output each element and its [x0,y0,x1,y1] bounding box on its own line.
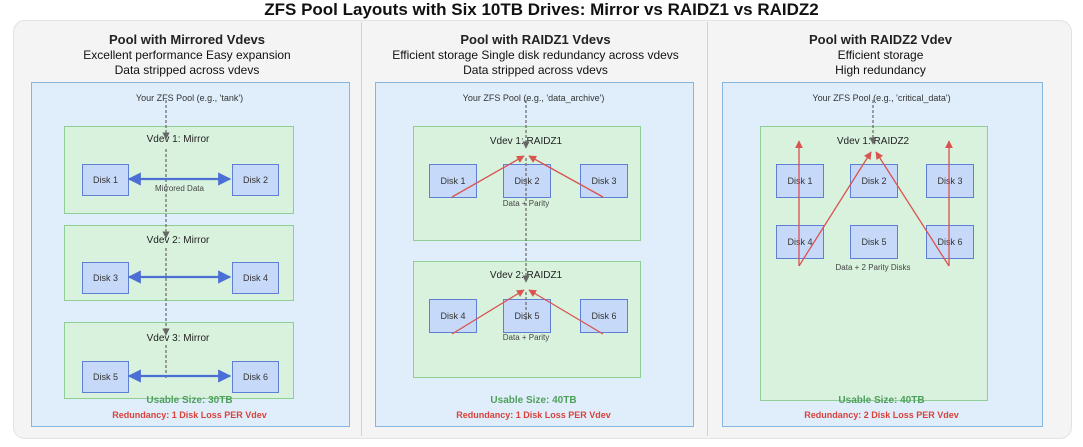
mirror-disk-4: Disk 4 [232,262,279,294]
raidz2-disk-4: Disk 4 [776,225,824,259]
raidz2-pool-label: Your ZFS Pool (e.g., 'critical_data') [812,93,951,103]
mirror-disk-2: Disk 2 [232,164,279,196]
raidz1-disk-5: Disk 5 [503,299,551,333]
raidz2-column-description: Efficient storage High redundancy [835,48,926,77]
mirror-disk-5: Disk 5 [82,361,129,393]
mirror-pool-label: Your ZFS Pool (e.g., 'tank') [135,93,244,103]
raidz1-column-title: Pool with RAIDZ1 Vdevs [460,32,611,47]
raidz2-disk-5: Disk 5 [850,225,898,259]
mirror-disk-1: Disk 1 [82,164,129,196]
raidz1-usable-size: Usable Size: 40TB [490,395,577,406]
mirror-vdev-1-sublabel: Mirrored Data [155,184,204,193]
raidz2-disk-3: Disk 3 [926,164,974,198]
mirror-vdev-3-label: Vdev 3: Mirror [146,333,210,344]
raidz1-disk-4: Disk 4 [429,299,477,333]
raidz2-vdev-1-label: Vdev 1: RAIDZ2 [836,136,910,147]
raidz1-disk-3: Disk 3 [580,164,628,198]
column-divider [707,22,708,436]
raidz1-disk-1: Disk 1 [429,164,477,198]
raidz2-redundancy: Redundancy: 2 Disk Loss PER Vdev [804,410,959,420]
diagram-title: ZFS Pool Layouts with Six 10TB Drives: M… [264,0,819,19]
raidz2-disk-6: Disk 6 [926,225,974,259]
raidz1-column-description: Efficient storage Single disk redundancy… [392,48,679,77]
mirror-column-title: Pool with Mirrored Vdevs [108,32,266,47]
mirror-redundancy: Redundancy: 1 Disk Loss PER Vdev [112,410,267,420]
raidz2-vdev-1-sublabel: Data + 2 Parity Disks [835,263,911,272]
raidz2-disk-2: Disk 2 [850,164,898,198]
raidz1-vdev-2-label: Vdev 2: RAIDZ1 [489,270,563,281]
raidz1-vdev-2-sublabel: Data + Parity [502,333,550,342]
raidz2-column-title: Pool with RAIDZ2 Vdev [808,32,952,47]
raidz1-vdev-1-sublabel: Data + Parity [502,199,550,208]
mirror-disk-6: Disk 6 [232,361,279,393]
raidz2-usable-size: Usable Size: 40TB [838,395,925,406]
mirror-usable-size: Usable Size: 30TB [146,395,233,406]
mirror-vdev-1-label: Vdev 1: Mirror [146,134,210,145]
mirror-vdev-2-label: Vdev 2: Mirror [146,235,210,246]
raidz1-disk-2: Disk 2 [503,164,551,198]
raidz2-disk-1: Disk 1 [776,164,824,198]
raidz1-redundancy: Redundancy: 1 Disk Loss PER Vdev [456,410,611,420]
raidz1-vdev-1-label: Vdev 1: RAIDZ1 [489,136,563,147]
column-divider [361,22,362,436]
mirror-disk-3: Disk 3 [82,262,129,294]
mirror-column-description: Excellent performance Easy expansion Dat… [83,48,291,77]
raidz1-pool-label: Your ZFS Pool (e.g., 'data_archive') [462,93,605,103]
raidz1-disk-6: Disk 6 [580,299,628,333]
